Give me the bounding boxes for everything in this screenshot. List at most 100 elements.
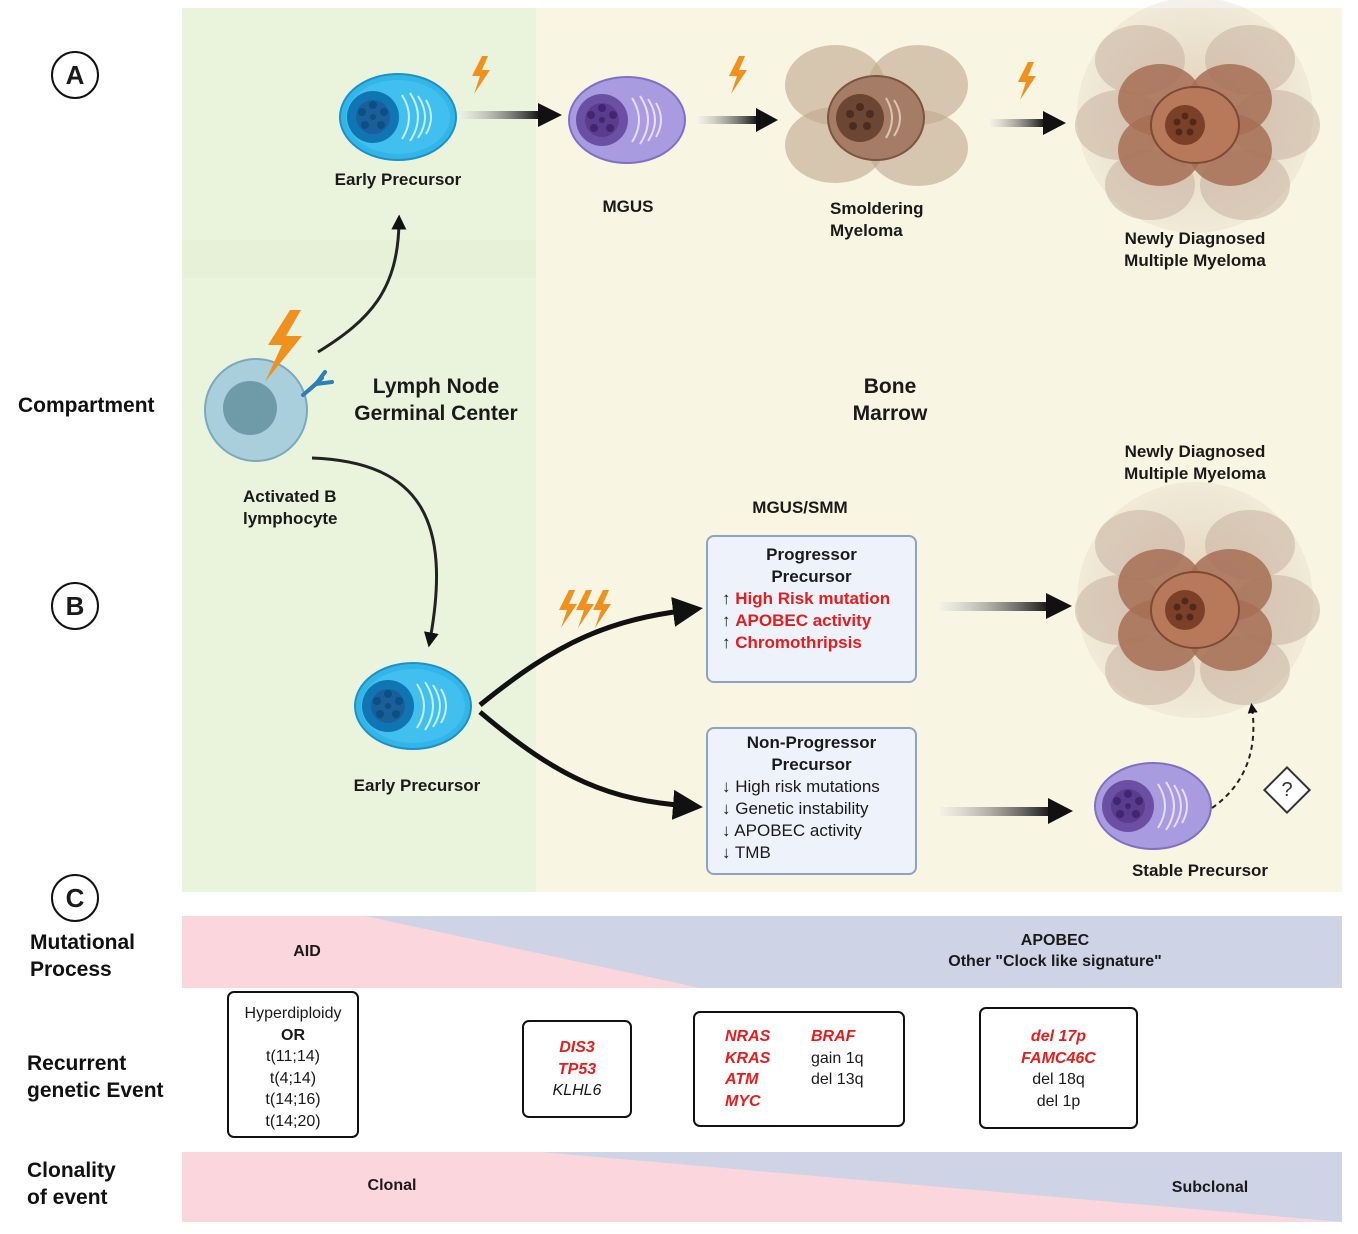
arrow-a-2 [698,108,778,132]
caption-early-precursor-b: Early Precursor [353,776,481,795]
caption-activated-b: Activated B lymphocyte [205,486,423,530]
ndmm-a-line1: Newly Diagnosed [1124,229,1266,248]
box3-event: del 13q [811,1071,864,1088]
non-progressor-item: ↓ TMB [722,842,915,864]
row-label-mutational-line2: Process [30,958,112,981]
label-apobec: APOBEC Other "Clock like signature" [905,930,1205,972]
row-label-clonality-line2: of event [27,1186,108,1209]
question-diamond [1262,765,1312,815]
row-label-clonality: Clonality of event [27,1157,116,1211]
ndmm-b-line2: Multiple Myeloma [1124,464,1266,483]
panel-label-b: B [51,582,99,630]
smoldering-line1: Smoldering [830,199,924,218]
non-progressor-item-text: Genetic instability [735,799,869,818]
ndmm-cluster-a [1075,0,1320,233]
box1-or: OR [281,1026,305,1044]
bone-marrow-line1: Bone [863,375,917,398]
bone-marrow-line2: Marrow [852,402,928,425]
bolt-a-2 [729,56,747,94]
apobec-line2: Other "Clock like signature" [948,953,1162,970]
clonality-band [182,1152,1342,1222]
panel-a-band-left [182,240,536,278]
bolts-triple [559,590,611,628]
non-progressor-item: ↓ High risk mutations [722,776,915,798]
progressor-item: ↑ APOBEC activity [722,610,915,632]
progressor-item-text: APOBEC activity [735,611,872,630]
box3-gene-red: KRAS [725,1049,771,1067]
early-precursor-cell-a [339,73,457,161]
down-arrow-icon: ↓ [722,777,731,796]
progressor-item: ↑ Chromothripsis [722,632,915,654]
down-arrow-icon: ↓ [722,843,731,862]
row-label-recurrent-event: Recurrent genetic Event [27,1050,164,1104]
arrow-b-to-early-b [311,456,439,648]
bolt-a-3 [1018,62,1036,100]
ndmm-a-line2: Multiple Myeloma [1124,251,1266,270]
row-label-recurrent-line2: genetic Event [27,1079,164,1102]
row-label-compartment: Compartment [18,394,155,417]
box3-event: gain 1q [811,1049,864,1067]
arrow-a-3 [990,111,1066,135]
progressor-item-text: Chromothripsis [735,633,862,652]
box3-right-col: BRAF gain 1q del 13q [811,1026,864,1091]
box2-gene: KLHL6 [552,1082,602,1099]
arrow-to-non-progressor [478,710,703,820]
non-progressor-title: Non-Progressor Precursor [722,732,915,776]
label-aid: AID [293,943,321,960]
caption-stable-precursor: Stable Precursor [1131,861,1269,880]
up-arrow-icon: ↑ [722,589,731,608]
bolt-b-cell [265,310,302,382]
caption-ndmm-b: Newly Diagnosed Multiple Myeloma [1095,441,1295,485]
box4-event: del 18q [1032,1071,1085,1088]
arrow-a-1 [460,103,562,127]
box1-hyperdiploidy: Hyperdiploidy [244,1005,342,1022]
box2-gene-red: TP53 [557,1060,597,1078]
box3-gene-red: ATM [725,1071,759,1088]
arrow-to-progressor [478,597,703,707]
mgus-cell-a [568,76,686,164]
genetic-event-box-4: del 17p FAMC46C del 18q del 1p [979,1007,1138,1129]
row-label-clonality-line1: Clonality [27,1159,116,1182]
ndmm-b-line1: Newly Diagnosed [1124,442,1266,461]
down-arrow-icon: ↓ [722,799,731,818]
non-progressor-box: Non-Progressor Precursor ↓ High risk mut… [706,727,917,875]
arrow-b-to-early-a [317,214,407,354]
box4-event-red: del 17p [1030,1028,1087,1045]
genetic-event-box-1: Hyperdiploidy OR t(11;14) t(4;14) t(14;1… [227,991,359,1138]
genetic-event-box-2: DIS3 TP53 KLHL6 [522,1020,632,1118]
compartment-lymph-node: Lymph Node Germinal Center [336,373,536,427]
label-clonal: Clonal [367,1177,417,1194]
caption-smoldering-a: Smoldering Myeloma [800,198,990,242]
non-progressor-title-line1: Non-Progressor [746,733,877,752]
apobec-line1: APOBEC [1020,932,1090,949]
non-progressor-title-line2: Precursor [771,755,852,774]
non-progressor-item-text: TMB [734,843,771,862]
down-arrow-icon: ↓ [722,821,731,840]
arrow-progressor-to-ndmm [940,593,1072,619]
progressor-item-text: High Risk mutation [735,589,891,608]
dashed-arrow-stable-to-ndmm [1211,703,1258,809]
lymph-node-line1: Lymph Node [372,375,500,398]
progressor-title: Progressor Precursor [722,544,915,588]
mutational-process-band [182,916,1342,988]
smoldering-line2: Myeloma [830,221,903,240]
compartment-bone-marrow: Bone Marrow [820,373,960,427]
row-label-mutational-line1: Mutational [30,931,135,954]
progressor-title-line1: Progressor [766,545,857,564]
panel-label-c: C [51,874,99,922]
non-progressor-item-text: APOBEC activity [734,821,862,840]
up-arrow-icon: ↑ [722,633,731,652]
box3-gene-red: MYC [725,1092,761,1110]
stable-precursor-cell [1094,762,1212,850]
progressor-title-line2: Precursor [771,567,852,586]
activated-b-line1: Activated B [243,487,337,506]
non-progressor-item: ↓ APOBEC activity [722,820,915,842]
caption-mgus-smm: MGUS/SMM [752,498,848,517]
progressor-box: Progressor Precursor ↑ High Risk mutatio… [706,535,917,683]
panel-label-a: A [51,51,99,99]
question-mark: ? [1281,779,1293,801]
early-precursor-cell-b [354,662,472,750]
box2-gene-red: DIS3 [559,1039,595,1056]
label-subclonal: Subclonal [1171,1179,1249,1196]
